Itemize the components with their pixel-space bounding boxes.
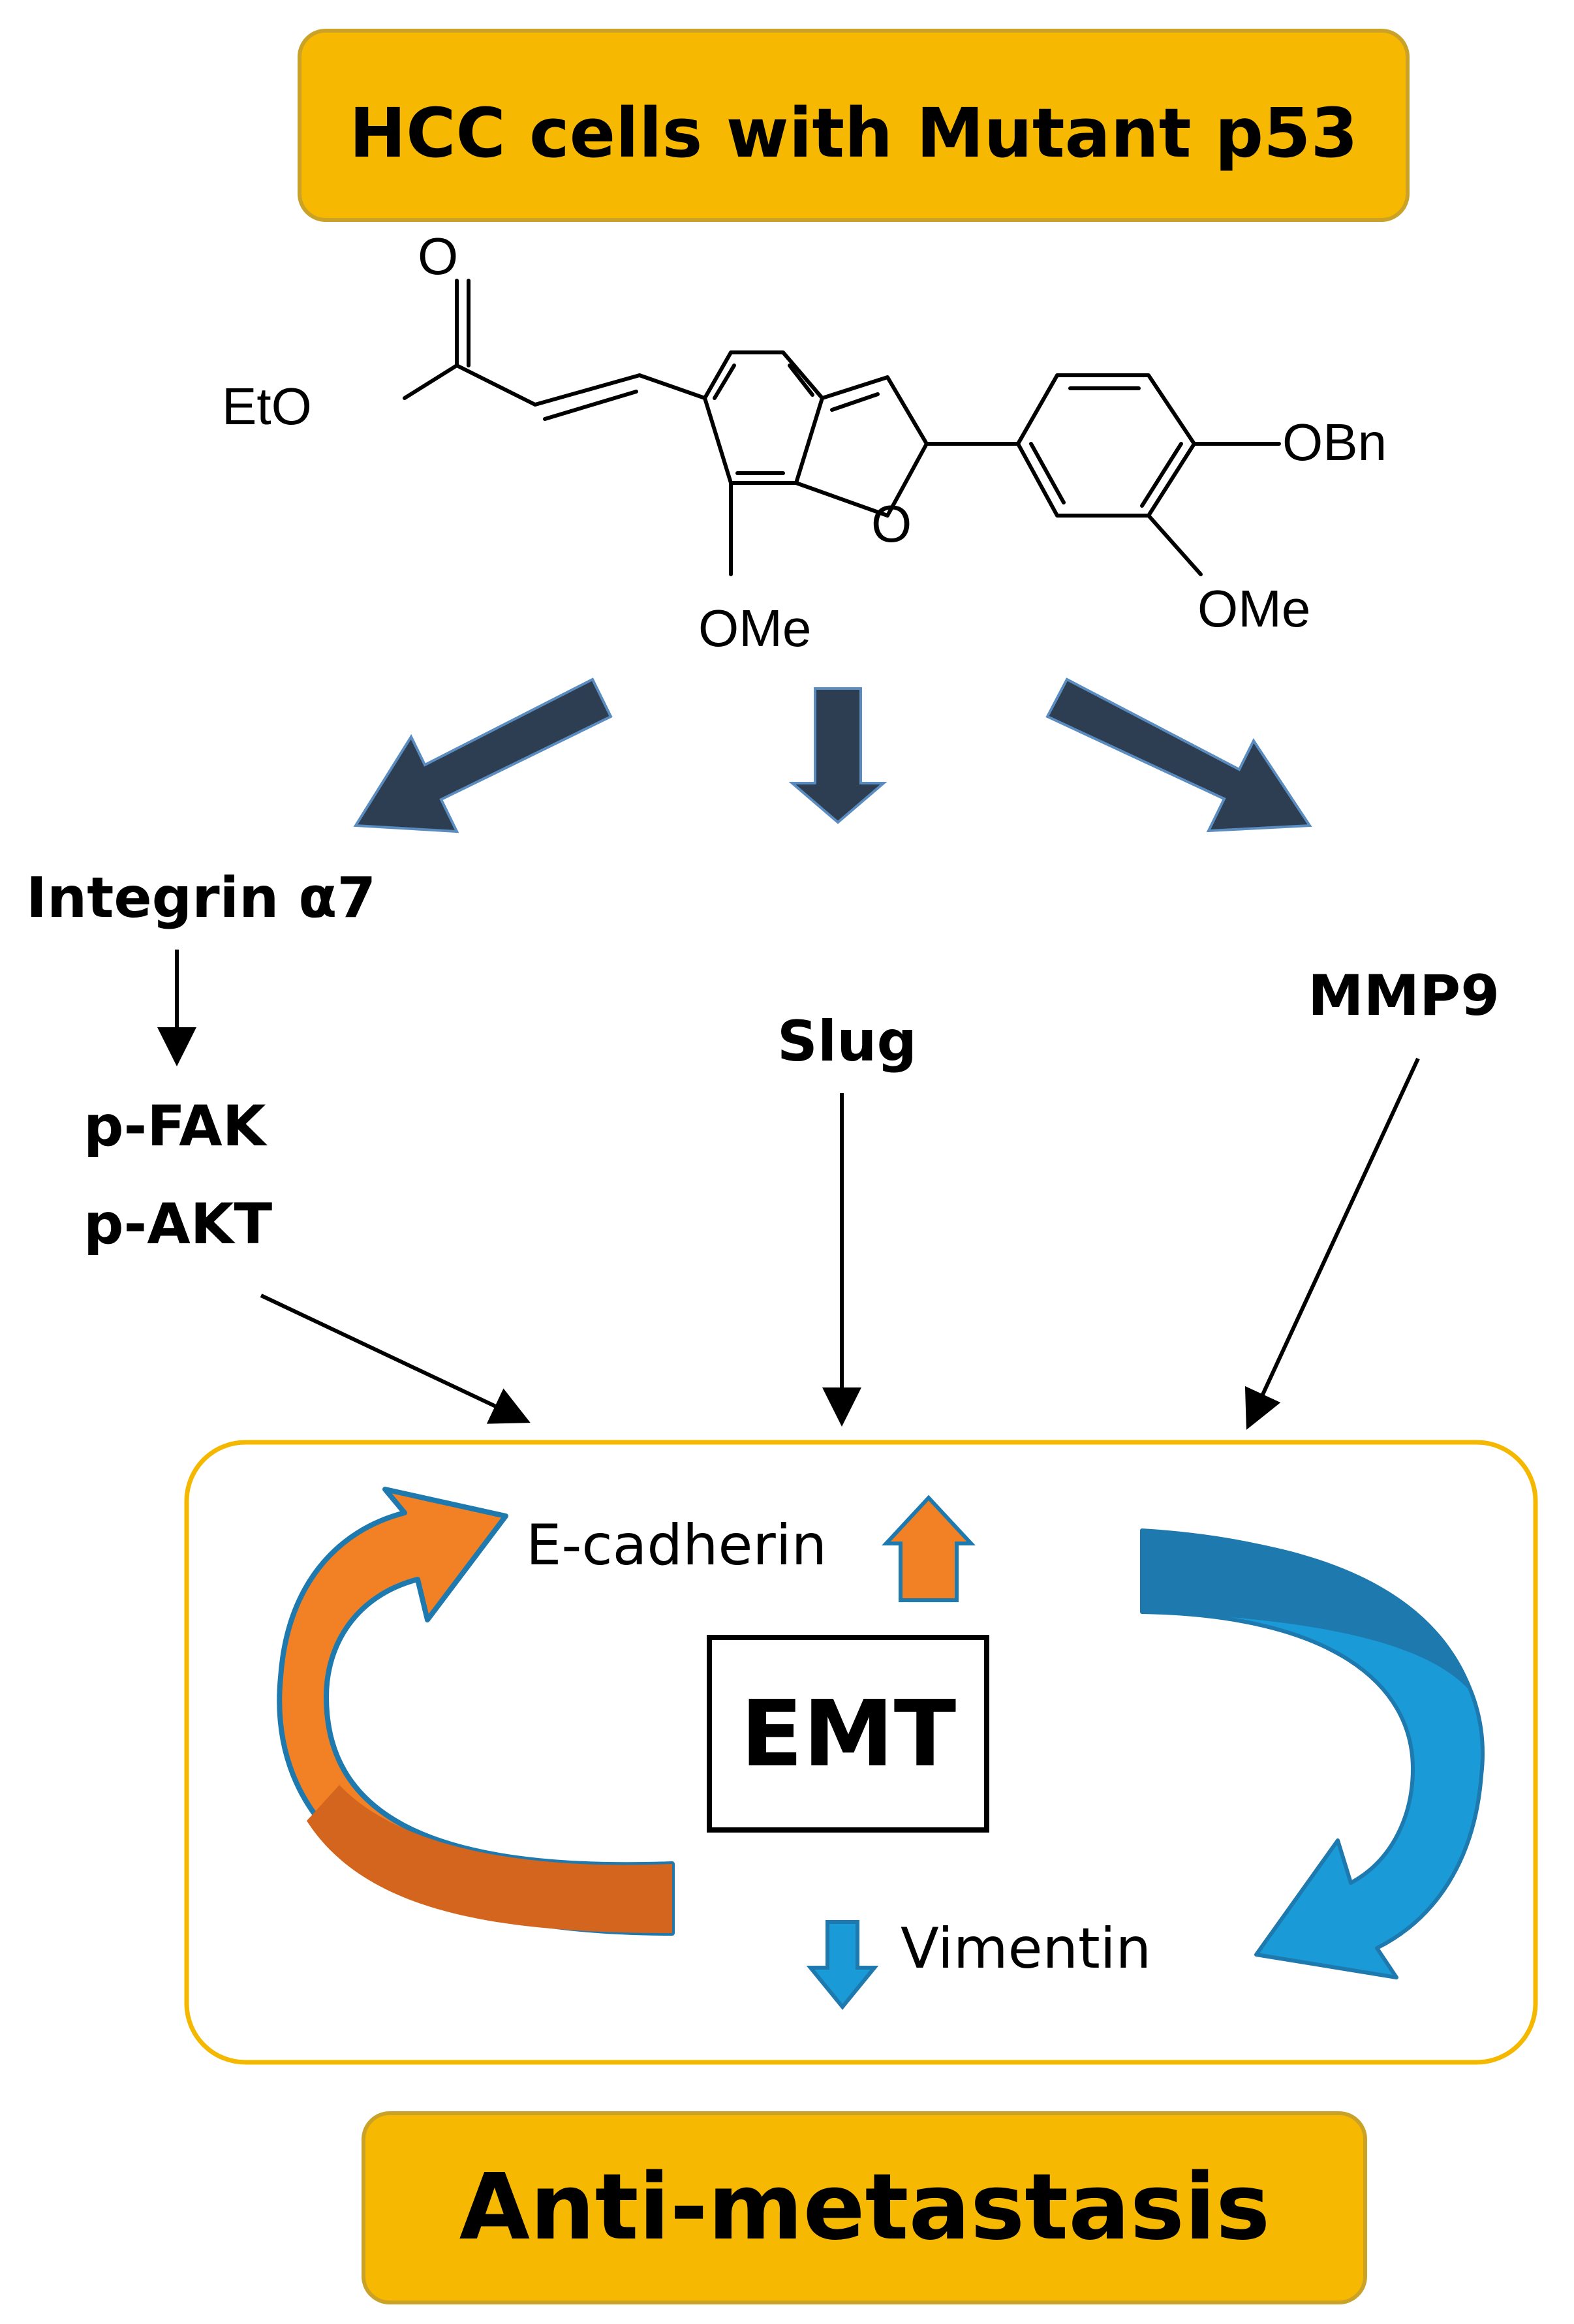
emt-title-box xyxy=(707,1635,989,1833)
orange-cycle-arrow xyxy=(277,1487,675,1936)
mmp9-label: MMP9 xyxy=(1308,963,1500,1029)
footer-box: Anti-metastasis xyxy=(362,2111,1367,2304)
navy-arrow-center xyxy=(788,687,887,824)
integrin-label: Integrin α7 xyxy=(26,865,376,931)
vimentin-down-arrow xyxy=(806,1920,879,2010)
navy-arrow-right xyxy=(1045,677,1312,833)
aryl-methoxy-label: OMe xyxy=(1197,580,1310,638)
ecadherin-up-arrow xyxy=(882,1495,976,1602)
navy-arrow-left xyxy=(353,677,613,833)
mmp9-to-emt-arrow xyxy=(1244,1057,1420,1430)
vimentin-label: Vimentin xyxy=(901,1916,1151,1981)
blue-cycle-arrow xyxy=(1140,1528,1485,1979)
pfak-label: p-FAK xyxy=(84,1094,268,1159)
aryl-ring xyxy=(1016,373,1196,518)
ecadherin-label: E-cadherin xyxy=(526,1513,827,1578)
header-box: HCC cells with Mutant p53 xyxy=(298,29,1410,222)
ring-oxygen-label: O xyxy=(871,495,912,553)
acrylate-chain xyxy=(403,364,707,407)
footer-label: Anti-metastasis xyxy=(459,2154,1271,2261)
carbonyl-oxygen-label: O xyxy=(418,227,458,285)
emt-title: EMT xyxy=(741,1681,956,1788)
core-methoxy-label: OMe xyxy=(698,599,811,657)
pakt-label: p-AKT xyxy=(84,1192,272,1257)
benzyloxy-label: OBn xyxy=(1282,413,1387,471)
slug-label: Slug xyxy=(777,1009,917,1074)
benzofuran-benzene-ring xyxy=(703,350,824,485)
pakt-to-emt-arrow xyxy=(260,1294,531,1424)
compound-structure xyxy=(403,279,1281,576)
header-label: HCC cells with Mutant p53 xyxy=(349,93,1358,173)
ester-group-label: EtO xyxy=(222,377,312,435)
